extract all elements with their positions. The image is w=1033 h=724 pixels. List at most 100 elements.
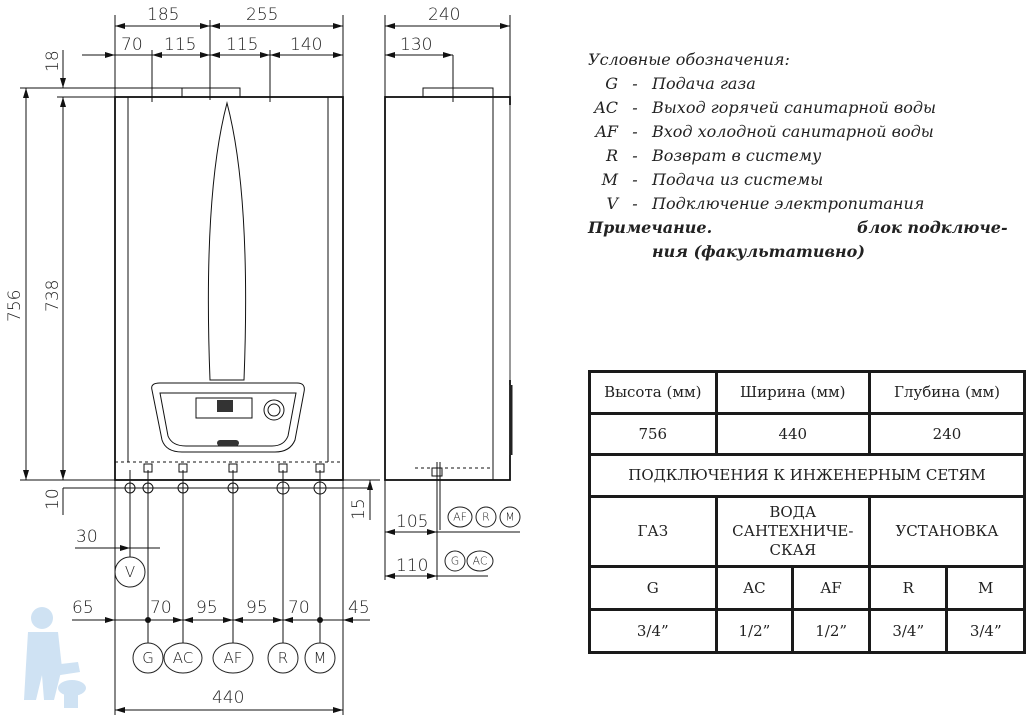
legend-desc: Подача газа <box>652 74 756 93</box>
dim-105: 105 <box>396 512 428 532</box>
code-cell: AF <box>791 565 871 611</box>
legend-item-V: V-Подключение электропитания <box>588 192 1008 216</box>
plumber-mascot-watermark <box>24 607 86 708</box>
side-label-G: G <box>451 555 460 568</box>
group-water: ВОДА САНТЕХНИЧЕ-СКАЯ <box>714 495 871 568</box>
table-row: G AC AF R M <box>588 565 1026 611</box>
code-cell: M <box>945 565 1026 611</box>
header-depth: Глубина (мм) <box>867 370 1027 415</box>
value-height: 756 <box>588 412 718 456</box>
size-cell: 3/4” <box>588 608 718 654</box>
legend-note: Примечание.блок подключе- <box>588 216 1008 240</box>
connection-circle-V: V <box>114 556 146 588</box>
fittings <box>143 463 325 473</box>
dim-140: 140 <box>290 35 322 55</box>
dim-95-right: 95 <box>246 598 268 618</box>
legend-code: AC <box>594 98 618 117</box>
legend-desc: Подача из системы <box>652 170 824 189</box>
legend-dash: - <box>632 74 638 93</box>
connection-label-V: V <box>125 563 135 581</box>
front-view <box>63 87 370 643</box>
connection-label-AF: AF <box>224 649 243 667</box>
dim-115-left: 115 <box>164 35 196 55</box>
group-gas: ГАЗ <box>588 495 718 568</box>
dim-115-right: 115 <box>226 35 258 55</box>
dim-110: 110 <box>396 556 428 576</box>
front-door-panel <box>207 101 247 381</box>
legend-dash: - <box>632 146 638 165</box>
side-label-M: M <box>505 511 515 524</box>
legend-dash: - <box>632 122 638 141</box>
header-width: Ширина (мм) <box>714 370 871 415</box>
dim-70: 70 <box>121 35 143 55</box>
size-cell: 1/2” <box>714 608 795 654</box>
value-width: 440 <box>714 412 871 456</box>
legend-code: AF <box>595 122 618 141</box>
legend-desc: Вход холодной санитарной воды <box>652 122 934 141</box>
legend-item-G: G-Подача газа <box>588 72 1008 96</box>
dim-185: 185 <box>147 5 179 25</box>
side-circle-AF: AF <box>447 506 473 528</box>
code-cell: AC <box>714 565 795 611</box>
legend-dash: - <box>632 98 638 117</box>
dim-70-right: 70 <box>288 598 310 618</box>
left-dimensions: 18 756 738 10 15 <box>5 50 380 520</box>
value-depth: 240 <box>867 412 1027 456</box>
side-label-AC: AC <box>472 555 487 568</box>
dim-18: 18 <box>43 50 63 72</box>
connection-circle-M: M <box>304 642 336 674</box>
side-circle-AC: AC <box>466 550 494 572</box>
size-cell: 3/4” <box>867 608 949 654</box>
connection-label-G: G <box>142 649 154 667</box>
code-cell: G <box>588 565 718 611</box>
code-cell: R <box>867 565 949 611</box>
legend-item-R: R-Возврат в систему <box>588 144 1008 168</box>
dim-15: 15 <box>349 498 369 520</box>
dim-10: 10 <box>43 488 63 510</box>
dim-255: 255 <box>246 5 278 25</box>
bottom-dimensions: 30 V 65 70 95 95 70 45 G AC AF R M 440 <box>72 480 370 715</box>
note-text-1: блок подключе- <box>857 218 1008 237</box>
connection-circle-AF: AF <box>212 642 254 674</box>
legend-item-AF: AF-Вход холодной санитарной воды <box>588 120 1008 144</box>
connection-label-M: M <box>314 649 327 667</box>
dim-30: 30 <box>76 527 98 547</box>
table-row: Высота (мм) Ширина (мм) Глубина (мм) <box>588 370 1027 415</box>
legend-item-AC: AC-Выход горячей санитарной воды <box>588 96 1008 120</box>
dim-440: 440 <box>212 688 244 708</box>
connection-circle-AC: AC <box>163 642 203 674</box>
side-label-R: R <box>482 511 490 524</box>
legend-code: M <box>601 170 618 189</box>
dim-756: 756 <box>5 290 25 322</box>
header-height: Высота (мм) <box>588 370 718 415</box>
dim-240: 240 <box>428 5 460 25</box>
table-row: 3/4” 1/2” 1/2” 3/4” 3/4” <box>588 608 1026 654</box>
dim-45: 45 <box>348 598 370 618</box>
dim-70-left: 70 <box>150 598 172 618</box>
legend-code: V <box>606 194 618 213</box>
note-text-2: ния (факультативно) <box>652 242 865 261</box>
legend-desc: Подключение электропитания <box>652 194 925 213</box>
size-cell: 1/2” <box>791 608 871 654</box>
side-circle-R: R <box>475 506 497 528</box>
dim-65: 65 <box>72 598 94 618</box>
side-circle-G: G <box>444 550 466 572</box>
connection-circle-G: G <box>132 642 164 674</box>
table-row: 756 440 240 <box>588 412 1027 456</box>
table-row: ГАЗ ВОДА САНТЕХНИЧЕ-СКАЯ УСТАНОВКА <box>588 495 1027 568</box>
legend-title: Условные обозначения: <box>588 50 790 69</box>
legend-code: G <box>605 74 618 93</box>
spec-table: Высота (мм) Ширина (мм) Глубина (мм) 756… <box>588 370 1027 654</box>
control-panel <box>151 382 305 453</box>
side-label-AF: AF <box>453 511 467 524</box>
table-row: ПОДКЛЮЧЕНИЯ К ИНЖЕНЕРНЫМ СЕТЯМ <box>588 453 1026 498</box>
group-installation: УСТАНОВКА <box>867 495 1027 568</box>
legend-desc: Возврат в систему <box>652 146 822 165</box>
section-title: ПОДКЛЮЧЕНИЯ К ИНЖЕНЕРНЫМ СЕТЯМ <box>588 453 1026 498</box>
connection-label-AC: AC <box>173 649 193 667</box>
legend-dash: - <box>632 194 638 213</box>
side-view: 240 130 105 110 AF R M G AC <box>384 5 521 580</box>
side-circle-M: M <box>499 506 521 528</box>
size-cell: 3/4” <box>945 608 1026 654</box>
